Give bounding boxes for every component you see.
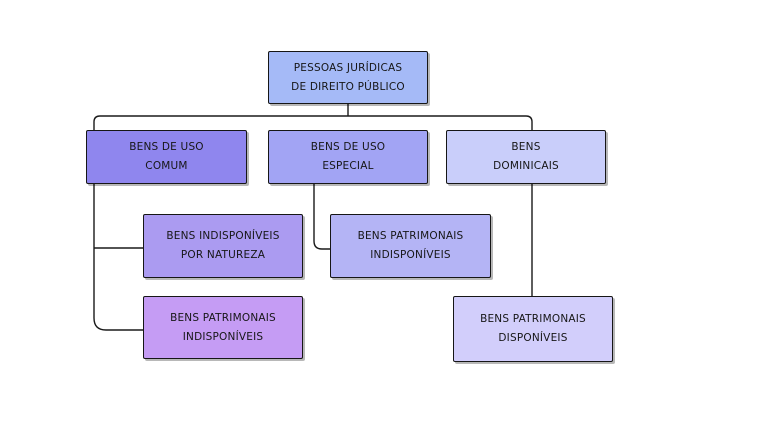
node-patrimonais-indisponiveis-1-label: Bens patrimonais indisponíveis (170, 311, 276, 343)
node-dominicais-label: Bens dominicais (493, 141, 559, 172)
node-root-label: Pessoas Jurídicas de Direito Público (291, 61, 405, 93)
node-patrimonais-disponiveis-label: Bens patrimonais disponíveis (480, 313, 586, 344)
node-patrimonais-indisponiveis-2: Bens patrimonais indisponíveis (330, 214, 491, 278)
node-root: Pessoas Jurídicas de Direito Público (268, 51, 428, 104)
node-uso-comum: Bens de uso comum (86, 130, 247, 184)
node-indisponiveis-natureza-label: Bens indisponíveis por natureza (166, 230, 280, 261)
connector-uso-comum-children (93, 183, 144, 331)
node-uso-comum-label: Bens de uso comum (129, 141, 204, 172)
node-patrimonais-indisponiveis-1: Bens patrimonais indisponíveis (143, 296, 303, 359)
connector-root-to-categories (93, 103, 533, 131)
node-uso-especial: Bens de uso especial (268, 130, 428, 184)
node-uso-especial-label: Bens de uso especial (310, 141, 386, 172)
node-patrimonais-indisponiveis-2-label: Bens patrimonais indisponíveis (357, 230, 464, 261)
node-patrimonais-disponiveis: Bens patrimonais disponíveis (453, 296, 613, 362)
node-dominicais: Bens dominicais (446, 130, 606, 184)
connector-uso-especial-child (313, 183, 331, 250)
node-indisponiveis-natureza: Bens indisponíveis por natureza (143, 214, 303, 278)
